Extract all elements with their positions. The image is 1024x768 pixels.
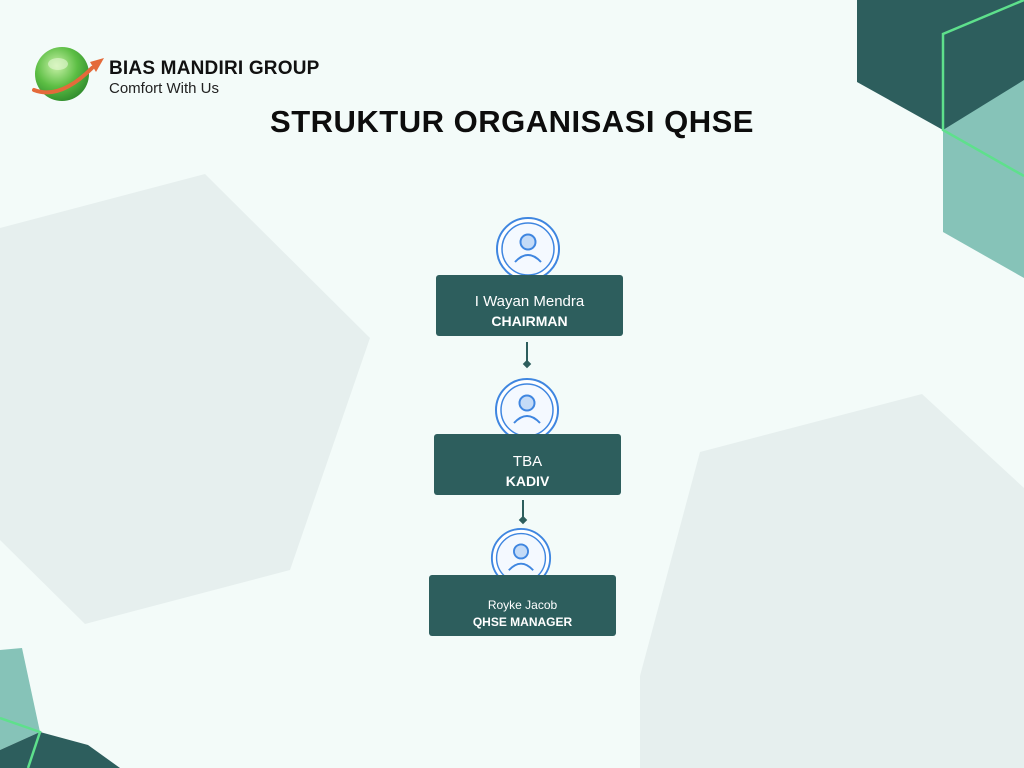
connector-line xyxy=(526,342,528,364)
globe-swoosh-logo-icon xyxy=(32,47,104,101)
user-avatar-icon xyxy=(496,217,560,281)
org-card: I Wayan Mendra CHAIRMAN xyxy=(436,275,623,336)
user-avatar-icon xyxy=(490,527,552,589)
brand-name: BIAS MANDIRI GROUP xyxy=(109,58,320,79)
person-name: I Wayan Mendra xyxy=(474,293,585,310)
person-name: TBA xyxy=(512,453,543,470)
page-title: STRUKTUR ORGANISASI QHSE xyxy=(270,104,754,139)
user-avatar-icon xyxy=(495,378,559,442)
brand-tagline: Comfort With Us xyxy=(109,80,220,97)
org-card: TBA KADIV xyxy=(434,434,621,495)
person-name: Royke Jacob xyxy=(487,598,558,612)
person-role: KADIV xyxy=(505,473,550,489)
person-role: QHSE MANAGER xyxy=(472,615,573,629)
connector-line xyxy=(522,500,524,519)
person-role: CHAIRMAN xyxy=(491,313,568,329)
org-card: Royke Jacob QHSE MANAGER xyxy=(429,575,616,636)
